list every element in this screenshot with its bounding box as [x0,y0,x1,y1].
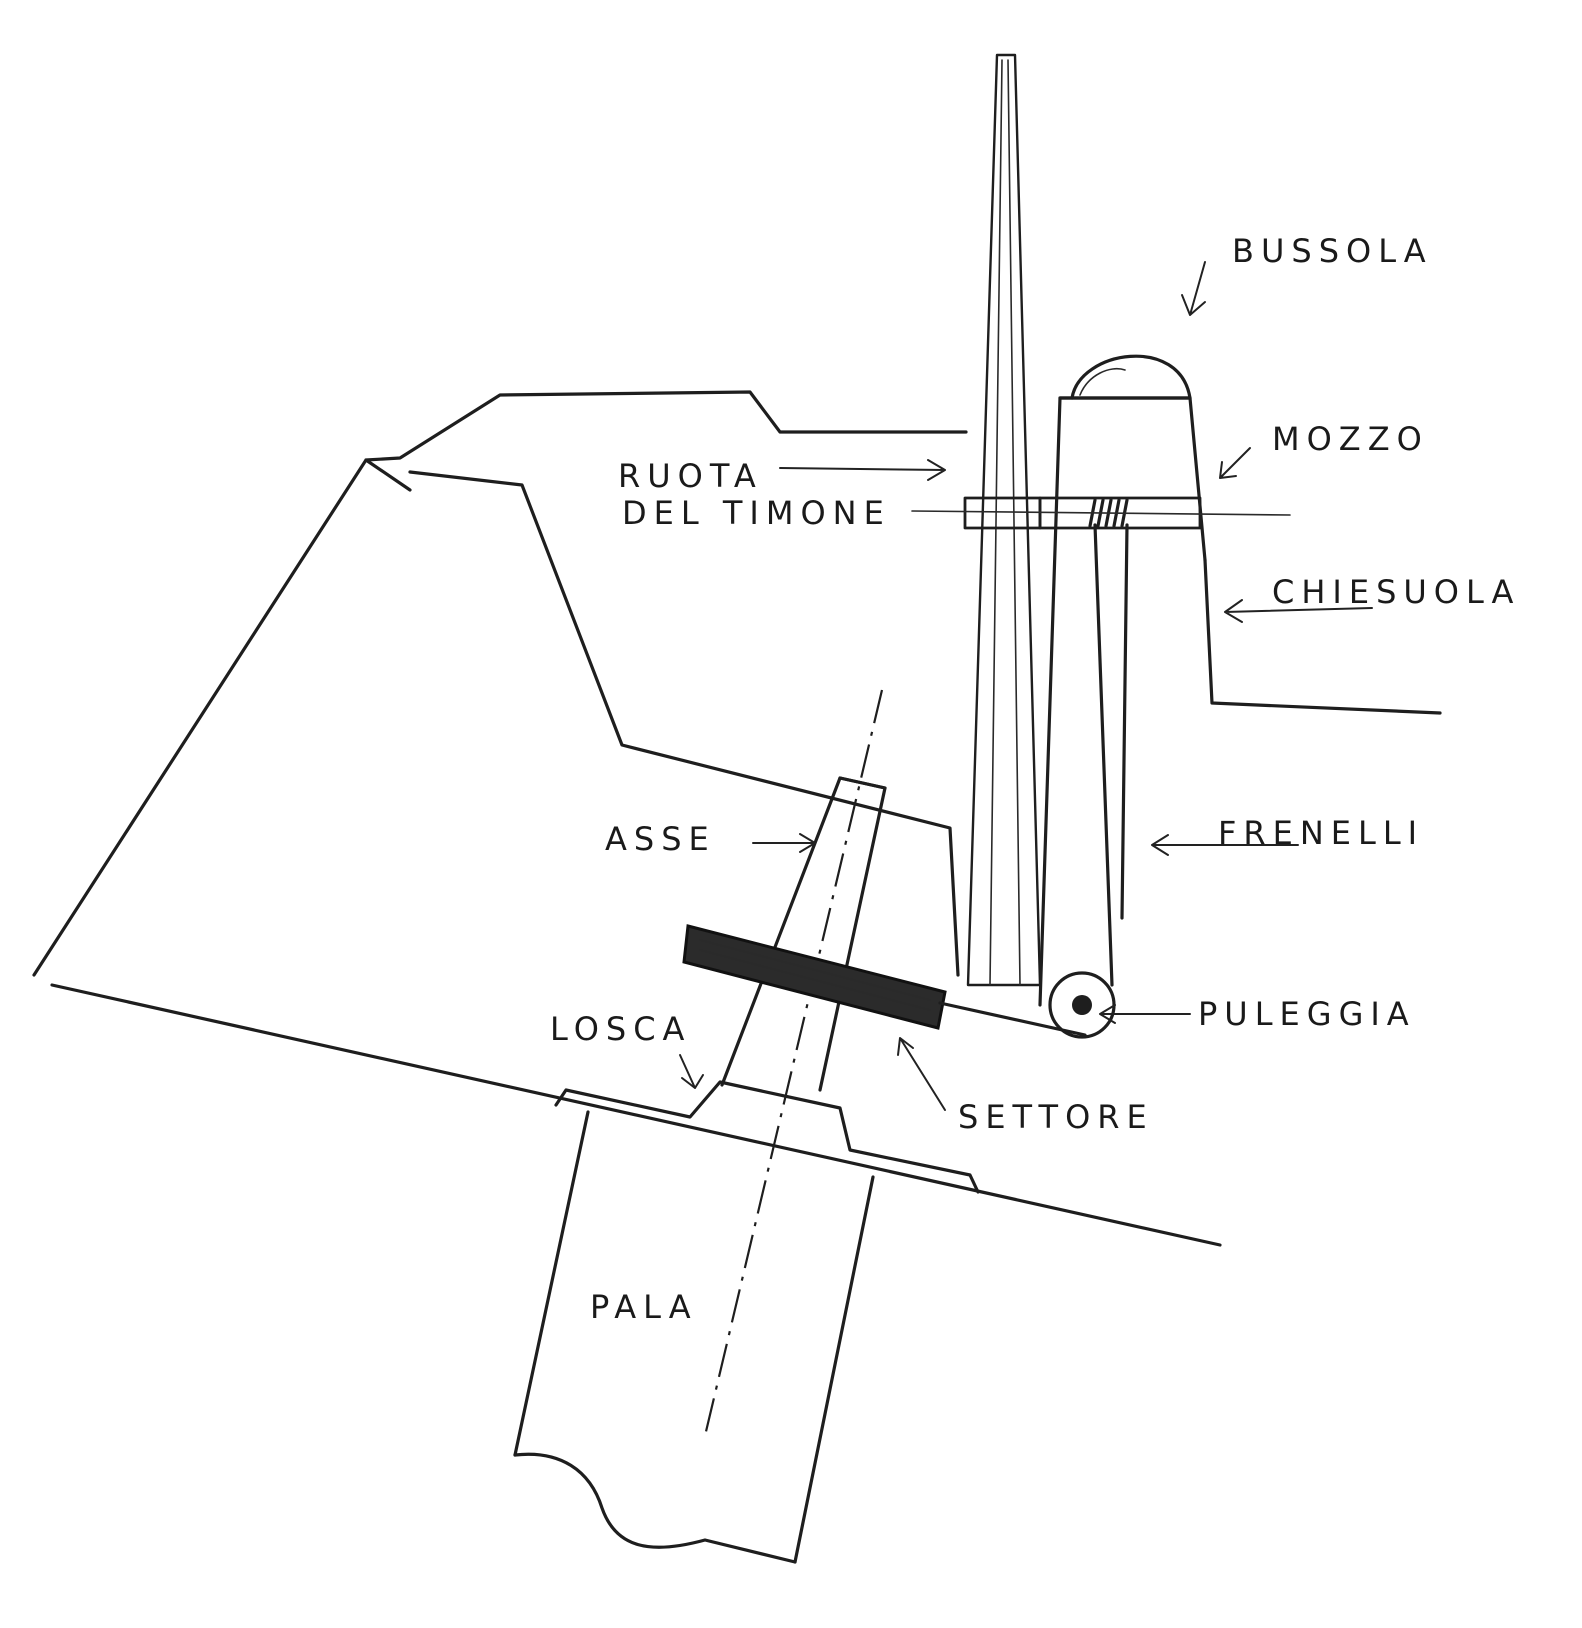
label-pala: PALA [590,1288,698,1326]
keel-line [50,983,1222,1247]
label-settore: SETTORE [958,1098,1154,1136]
pulley [1048,971,1116,1039]
label-ruota-line2: DEL TIMONE [622,494,891,532]
arrow-puleggia [1099,1004,1191,1024]
compass-dome [1070,354,1192,400]
rope-to-sector [938,1001,1087,1037]
leader-arrows [679,261,1373,1111]
arrow-settore [897,1037,946,1111]
label-chiesuola: CHIESUOLA [1272,573,1520,611]
arrow-chiesuola [1224,599,1373,623]
rudder-blade [513,1110,875,1564]
label-losca: LOSCA [550,1010,691,1048]
arrow-ruota [779,459,946,481]
arrow-mozzo [1219,447,1251,479]
label-ruota-line1: RUOTA [618,457,763,495]
rudder-stock [720,776,887,1092]
steering-ropes [1093,523,1129,987]
hull-outline [32,390,1442,977]
wheel-hub [911,496,1291,530]
label-asse: ASSE [605,820,716,858]
arrow-frenelli [1151,834,1299,856]
label-bussola: BUSSOLA [1232,232,1433,270]
sector-quadrant [682,924,947,1030]
losca-trunk [554,1080,980,1194]
label-puleggia: PULEGGIA [1198,995,1416,1033]
binnacle [1038,396,1207,1007]
arrow-bussola [1181,261,1206,316]
arrow-asse [752,833,816,853]
rudder-axis-centerline [702,689,884,1441]
label-frenelli: FRENELLI [1218,814,1424,852]
arrow-losca [679,1054,704,1089]
label-mozzo: MOZZO [1272,420,1429,458]
steering-wheel [963,53,1042,987]
